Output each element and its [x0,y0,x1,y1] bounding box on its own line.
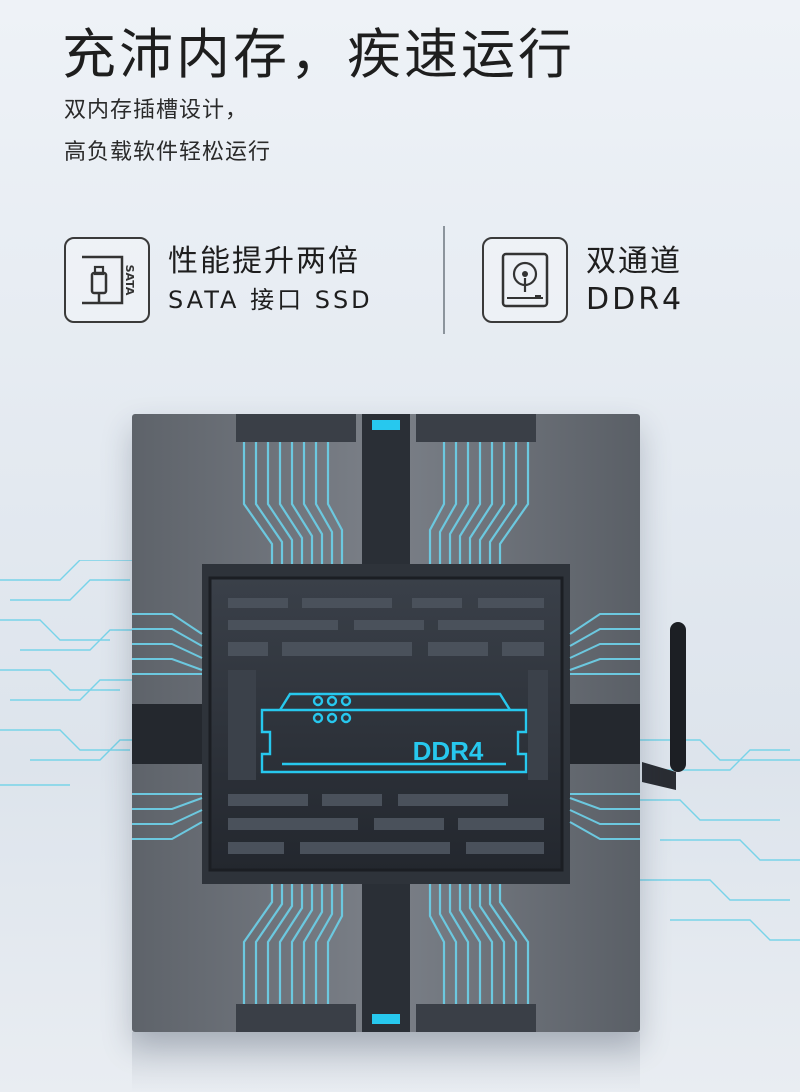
sata-badge-text: SATA [123,265,136,296]
subtitle-line-1: 双内存插槽设计， [64,98,249,123]
feature-ddr-title: 双通道 [586,244,682,279]
feature-divider [443,226,445,334]
circuit-traces-left [0,560,140,786]
feature-ssd-title: 性能提升两倍 [168,244,360,279]
feature-dual-channel-ddr4: 双通道 DDR4 [482,234,684,326]
subtitle-line-2: 高负载软件轻松运行 [64,140,272,165]
device-reflection [132,1032,640,1092]
page-title: 充沛内存，疾速运行 [62,23,575,86]
ddr4-chip-label: DDR4 [413,736,484,766]
feature-sata-ssd: SATA 性能提升两倍 SATA 接口 SSD [64,234,373,326]
feature-ddr-subtitle: DDR4 [586,282,685,317]
mini-pc-device: DDR4 [132,414,640,1032]
usb-plug-icon: SATA [64,237,150,323]
hard-drive-icon [482,237,568,323]
antenna-icon [642,622,686,790]
feature-ssd-subtitle: SATA 接口 SSD [168,286,373,314]
